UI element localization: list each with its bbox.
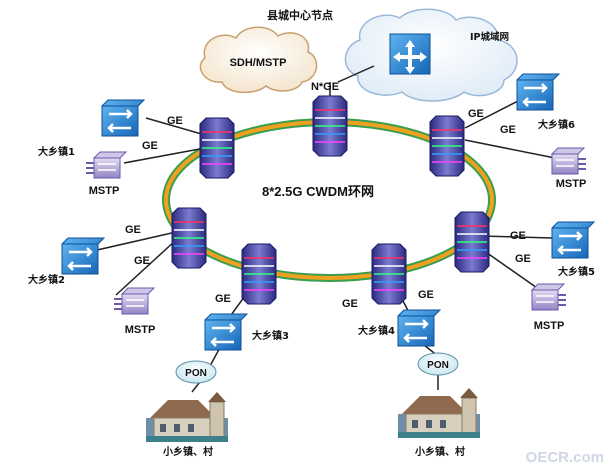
village-label-right: 小乡镇、村 [414,445,465,458]
oadm-node-icon [241,243,277,305]
ring-label: 8*2.5G CWDM环网 [262,184,374,199]
ge-label-3a: GE [215,293,231,305]
ge-label-4b: GE [418,289,434,301]
mstp-device-icon [86,151,128,179]
mstp-devices [86,147,586,315]
central-node-title: 县城中心节点 [267,8,333,22]
pon-right: PON [417,352,459,376]
cwdm-nodes [171,95,490,305]
switch-icon [397,309,442,347]
town-label-5: 大乡镇5 [558,265,595,278]
mstp-device-icon [550,147,586,175]
pon-left: PON [175,360,217,384]
pon-label-right: PON [427,360,449,371]
ge-label-6a: GE [468,108,484,120]
ip-metro-label: IP城域网 [470,31,509,43]
switch-icon [204,313,249,351]
switch-icon [61,237,106,275]
ge-label-1a: GE [167,115,183,127]
ip-router-icon [389,33,431,75]
oadm-node-icon [429,115,465,177]
sdh-mstp-cloud: SDH/MSTP [199,26,318,94]
uplink-label: N*GE [311,81,339,93]
ge-label-6b: GE [500,124,516,136]
village-label-left: 小乡镇、村 [162,445,213,458]
ge-label-5a: GE [510,230,526,242]
mstp-device-icon [114,287,156,315]
switch-icon [101,99,146,137]
oadm-node-icon [454,211,490,273]
town-label-3: 大乡镇3 [252,329,289,342]
town-label-1: 大乡镇1 [38,145,75,158]
ip-metro-cloud: IP城域网 [344,8,518,102]
switch-icon [516,73,561,111]
ge-label-2a: GE [125,224,141,236]
village-building-icon [146,392,228,442]
switch-icon [551,221,596,259]
village-building-icon [398,388,480,438]
town-label-6: 大乡镇6 [538,118,575,131]
town-label-2: 大乡镇2 [28,273,65,286]
watermark: OECR.com [526,449,604,466]
switch-icons [61,73,596,351]
ge-label-4a: GE [342,298,358,310]
pon-label-left: PON [185,368,207,379]
mstp-label-1: MSTP [89,185,120,197]
sdh-mstp-label: SDH/MSTP [230,57,287,69]
town-label-4: 大乡镇4 [358,324,395,337]
oadm-node-icon [199,117,235,179]
oadm-node-icon [371,243,407,305]
oadm-node-icon [171,207,207,269]
ge-label-2b: GE [134,255,150,267]
ge-links [83,99,556,393]
oadm-node-icon [312,95,348,157]
mstp-device-icon [530,283,566,311]
ge-label-1b: GE [142,140,158,152]
mstp-label-2: MSTP [125,324,156,336]
mstp-label-5: MSTP [534,320,565,332]
mstp-label-6: MSTP [556,178,587,190]
ge-label-5b: GE [515,253,531,265]
town-labels: 大乡镇1 大乡镇6 大乡镇2 大乡镇5 大乡镇3 大乡镇4 [28,118,595,342]
